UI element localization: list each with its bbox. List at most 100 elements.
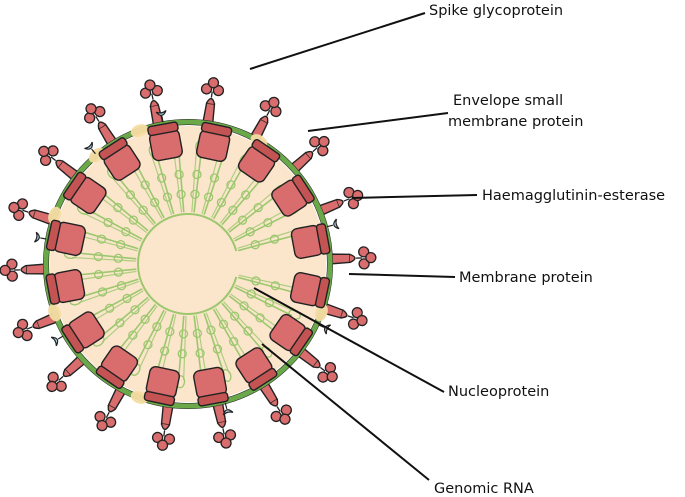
- nucleoprotein-bead: [115, 318, 125, 328]
- rna-strand: [215, 307, 250, 363]
- membrane-protein-cap: [147, 121, 179, 137]
- rna-strand: [138, 310, 167, 370]
- rna-strand: [155, 313, 175, 376]
- membrane-protein: [95, 345, 139, 390]
- membrane-protein: [193, 366, 229, 407]
- he-cap: [84, 141, 93, 150]
- spike-head-stem: [22, 209, 29, 213]
- rna-strand: [101, 298, 150, 343]
- spike-head-lobe: [21, 329, 33, 342]
- nucleoprotein-bead: [128, 215, 139, 225]
- spike-head-lobe: [365, 251, 377, 264]
- spike-head-lobe: [270, 105, 282, 118]
- rna-strand: [191, 148, 198, 213]
- spike-neck: [20, 265, 27, 275]
- spike-head-stem: [210, 91, 213, 98]
- spike-head-lobe: [47, 145, 59, 157]
- membrane-protein-cap: [200, 121, 233, 138]
- rna-strand: [195, 315, 208, 379]
- nucleoprotein-bead: [140, 314, 150, 324]
- nucleoprotein-bead: [243, 326, 253, 336]
- nucleoprotein-bead: [230, 311, 240, 321]
- he-cap: [222, 409, 234, 416]
- spike-layer: [0, 77, 377, 451]
- spike-head-lobe: [309, 136, 321, 148]
- membrane-protein: [289, 271, 331, 309]
- spike-head-stem: [347, 315, 354, 319]
- rna-strand: [85, 288, 143, 320]
- he-stem: [91, 148, 96, 155]
- rna-strand: [212, 162, 246, 220]
- spike-head-stem: [222, 428, 225, 435]
- rna-strand: [177, 315, 185, 380]
- nucleoprotein-bead: [165, 326, 175, 337]
- haemagglutinin-esterase: [222, 402, 234, 416]
- rna-strand: [85, 208, 143, 240]
- spike-head-lobe: [317, 145, 329, 157]
- nucleoprotein-bead: [116, 281, 127, 291]
- rna-strand: [221, 302, 265, 353]
- nucleoprotein-bead: [156, 173, 167, 183]
- nucleoprotein-bead: [216, 197, 227, 208]
- spike-head-lobe: [163, 433, 176, 445]
- rna-strand: [118, 305, 158, 358]
- nucleoprotein-bead: [121, 227, 131, 237]
- label-nucleoprotein: Nucleoprotein: [448, 384, 549, 400]
- membrane-protein: [195, 121, 233, 163]
- spike-neck: [160, 423, 171, 431]
- membrane-protein: [98, 137, 141, 181]
- envelope-small-protein: [315, 303, 328, 322]
- nucleoprotein-bead: [209, 173, 220, 183]
- nucleoprotein-bead: [125, 190, 136, 200]
- spike-neck: [313, 360, 321, 369]
- rna-strand: [172, 148, 183, 213]
- spike-neck: [97, 121, 106, 129]
- membrane-protein-cap: [98, 137, 128, 161]
- spike-head-stem: [343, 198, 350, 202]
- rna-strand: [238, 274, 302, 290]
- rna-strand: [160, 314, 177, 377]
- rna-strand: [183, 315, 187, 380]
- rna-strand: [177, 148, 185, 213]
- he-cap: [50, 336, 59, 347]
- spike-head-lobe: [94, 410, 106, 423]
- spike-head-lobe: [347, 197, 360, 210]
- spike-neck: [340, 309, 348, 319]
- nucleoprotein-bead: [195, 348, 205, 358]
- leader-lines: [249, 12, 478, 481]
- spike-head-lobe: [55, 380, 67, 392]
- spike-head-stem: [266, 110, 271, 116]
- rna-strand: [193, 148, 203, 213]
- spike-head-stem: [95, 116, 100, 122]
- spike-head-lobe: [8, 201, 20, 214]
- spike-head-lobe: [351, 307, 363, 319]
- rna-strand: [205, 312, 230, 373]
- spike-glycoprotein: [0, 258, 49, 282]
- spike-head-stem: [151, 93, 154, 100]
- rna-backbone: [137, 213, 238, 315]
- rna-strand: [129, 163, 163, 220]
- rna-strand: [98, 189, 149, 232]
- spike-head-lobe: [358, 246, 370, 258]
- spike-head-lobe: [326, 371, 338, 383]
- spike-head-lobe: [151, 431, 164, 444]
- nucleoprotein-bead: [93, 251, 103, 262]
- spike-head-lobe: [268, 96, 280, 109]
- label-haemagglutinin-esterase: Haemagglutinin-esterase: [482, 188, 665, 204]
- spike-head-lobe: [212, 84, 225, 97]
- nucleoprotein-bead: [116, 239, 126, 250]
- nucleoprotein-bead: [128, 330, 138, 340]
- membrane-protein-cap: [45, 273, 61, 305]
- rna-strand: [114, 173, 157, 224]
- rna-strand: [233, 207, 290, 240]
- spike-head-lobe: [347, 318, 360, 330]
- leader-he: [351, 194, 478, 199]
- membrane-protein: [45, 269, 86, 305]
- spike-head-lobe: [224, 429, 237, 441]
- spike-neck: [62, 369, 71, 378]
- spike-head-lobe: [156, 439, 169, 451]
- leader-membrane: [348, 273, 456, 278]
- spike-head-stem: [105, 412, 110, 418]
- spike-head-lobe: [324, 361, 337, 374]
- spike-glycoprotein: [139, 79, 165, 129]
